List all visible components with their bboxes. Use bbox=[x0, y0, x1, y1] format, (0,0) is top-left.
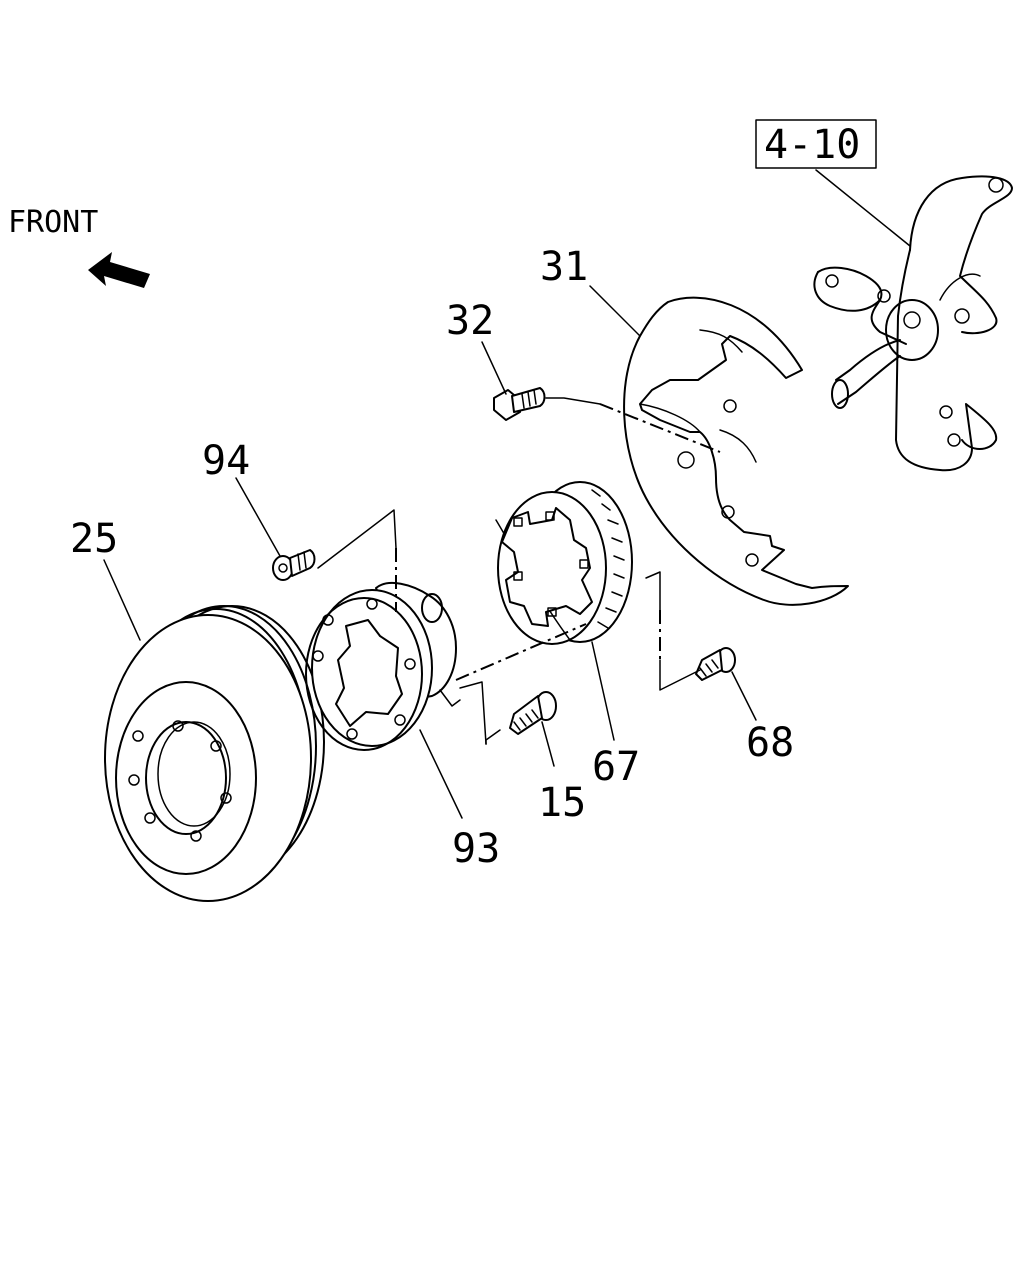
reference-box-label: 4-10 bbox=[764, 122, 860, 168]
callout-labels: 31 32 94 25 93 15 67 68 bbox=[70, 244, 794, 872]
callout-15: 15 bbox=[538, 780, 586, 826]
callout-67: 67 bbox=[592, 744, 640, 790]
reference-box[interactable]: 4-10 bbox=[755, 119, 877, 169]
wheel-stud-icon[interactable] bbox=[509, 691, 557, 735]
leader-lines bbox=[103, 169, 911, 819]
dust-shield-icon[interactable] bbox=[623, 296, 849, 606]
steering-knuckle-icon[interactable] bbox=[813, 175, 1013, 472]
hub-bolt-icon[interactable] bbox=[272, 549, 316, 581]
callout-68: 68 bbox=[746, 720, 794, 766]
sensor-ring-bolt-icon[interactable] bbox=[695, 647, 736, 681]
shield-bolt-icon[interactable] bbox=[493, 387, 546, 421]
front-arrow-icon bbox=[88, 252, 150, 288]
front-indicator: FRONT bbox=[8, 205, 150, 288]
callout-31: 31 bbox=[540, 244, 588, 290]
brake-disc-rotor-icon[interactable] bbox=[104, 605, 325, 902]
callout-93: 93 bbox=[452, 826, 500, 872]
callout-25: 25 bbox=[70, 516, 118, 562]
callout-32: 32 bbox=[446, 298, 494, 344]
assembly-lines bbox=[317, 397, 721, 745]
front-label: FRONT bbox=[8, 205, 98, 240]
callout-94: 94 bbox=[202, 438, 250, 484]
wheel-hub-bearing-icon[interactable] bbox=[305, 581, 461, 751]
abs-sensor-ring-icon[interactable] bbox=[495, 481, 633, 645]
reference-box-frame bbox=[755, 119, 877, 169]
